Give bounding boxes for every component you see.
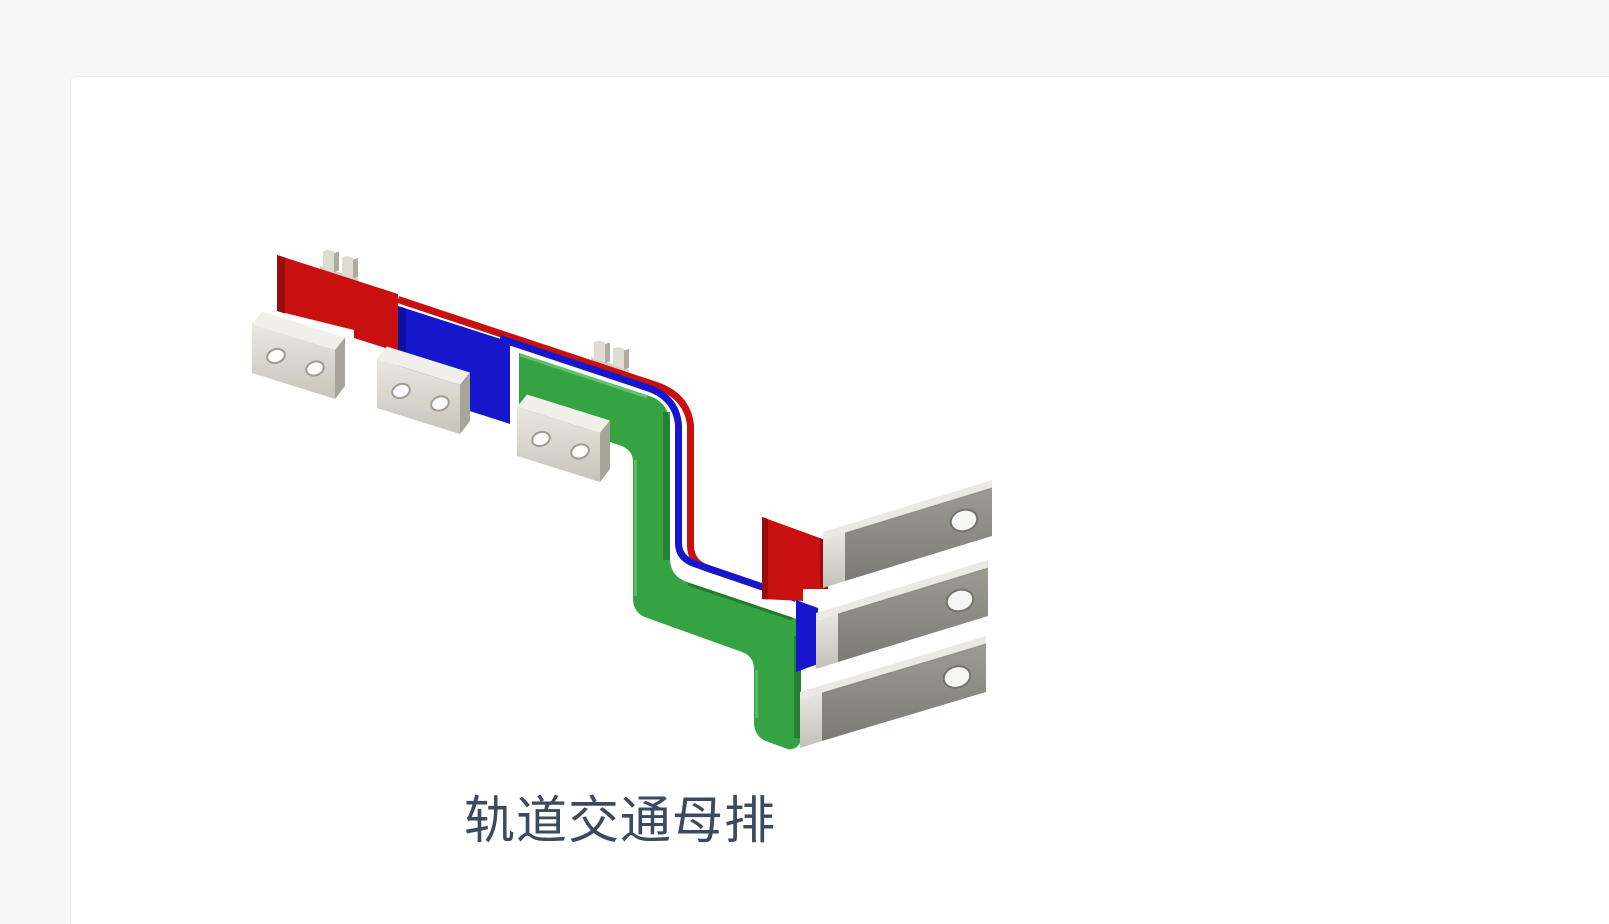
product-figure[interactable]: 轨道交通母排 — [230, 225, 1010, 851]
blade-bolt-hole — [942, 665, 972, 689]
terminal-blade-top — [823, 480, 993, 588]
green-phase-busbar — [519, 353, 801, 750]
mounting-lug-1 — [251, 310, 346, 400]
blue-terminal-riser — [796, 600, 818, 672]
busbar-product-image — [251, 249, 993, 750]
red-terminal-riser — [762, 517, 828, 601]
red-busbar-face — [277, 255, 398, 352]
blue-busbar-edge-stripe — [498, 335, 798, 602]
terminal-blade-bottom — [800, 636, 987, 748]
green-busbar-face — [519, 353, 801, 750]
blade-bolt-hole — [949, 508, 979, 533]
product-caption: 轨道交通母排 — [463, 792, 776, 849]
terminal-blade-middle — [816, 560, 989, 669]
blade-bolt-hole — [945, 588, 975, 613]
content-card: 轨道交通母排 — [70, 76, 1609, 924]
